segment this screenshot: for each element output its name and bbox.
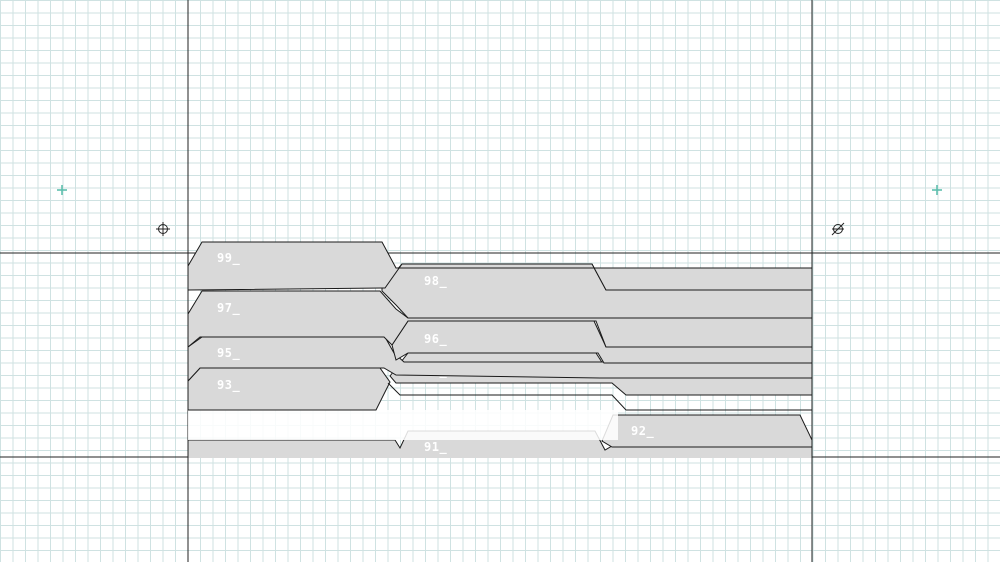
tab-93[interactable]: 93_ <box>188 367 812 411</box>
plus-icon <box>57 185 67 195</box>
tab-92[interactable]: 92_ <box>601 414 812 448</box>
tab-stack: 91_ 92_ 93_ 94_ 95_ <box>188 241 812 462</box>
tab-label-95: 95_ <box>217 346 240 361</box>
crosshair-icon <box>831 222 845 236</box>
crosshair-icon <box>156 222 170 236</box>
empty-panel <box>188 410 618 440</box>
tab-99[interactable]: 99_ <box>188 241 812 291</box>
tab-label-92: 92_ <box>631 424 654 439</box>
tab-label-96: 96_ <box>424 332 447 347</box>
tab-label-98: 98_ <box>424 274 447 289</box>
tab-label-93: 93_ <box>217 378 240 393</box>
tab-91[interactable]: 91_ <box>188 430 812 462</box>
tab-label-97: 97_ <box>217 301 240 316</box>
tab-label-91: 91_ <box>424 440 447 455</box>
tab-97[interactable]: 97_ <box>188 290 812 348</box>
tab-label-99: 99_ <box>217 251 240 266</box>
plus-icon <box>932 185 942 195</box>
